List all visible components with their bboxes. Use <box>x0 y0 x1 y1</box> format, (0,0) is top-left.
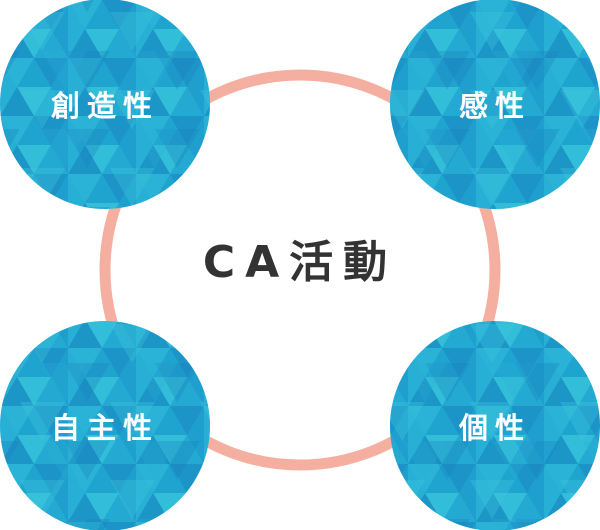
node-circle-bottom-right <box>390 321 600 530</box>
node-circle-top-left <box>0 0 210 209</box>
connecting-ring <box>99 69 501 471</box>
node-label-individuality: 個性 <box>458 411 531 445</box>
center-label: CA活動 <box>202 237 398 288</box>
node-circle-bottom-left <box>0 321 210 530</box>
node-circle-top-right <box>390 0 600 209</box>
node-label-sensitivity: 感性 <box>458 89 531 123</box>
node-label-creativity: 創造性 <box>50 89 159 123</box>
node-label-autonomy: 自主性 <box>50 411 159 445</box>
